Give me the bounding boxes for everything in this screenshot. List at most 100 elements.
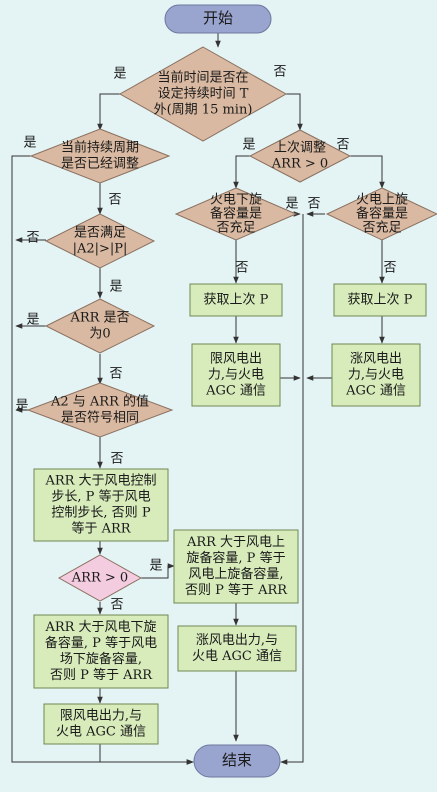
- branch-labels: 是否是否否是是否是否是否是否是否否否: [15, 65, 396, 613]
- process-label-line: 风电上旋备容量,: [188, 566, 283, 582]
- process-label-line: AGC 通信: [205, 384, 266, 399]
- process-label-line: 力,与火电: [208, 368, 264, 383]
- decision-label-line: 是否已经调整: [61, 157, 139, 172]
- process-shape: [333, 283, 427, 317]
- branch-label-yes: 是: [242, 138, 255, 153]
- branch-label-yes: 是: [109, 280, 122, 295]
- connectors: [11, 33, 385, 765]
- process-label-line: 场下旋备容量,: [60, 651, 142, 667]
- branch-label-no: 否: [108, 193, 121, 208]
- decision-shape: [44, 298, 156, 354]
- branch-label-no: 否: [307, 197, 320, 212]
- process-label-line: 控制步长, 否则 P: [51, 506, 150, 521]
- branch-label-no: 否: [273, 65, 286, 80]
- process-label-line: 火电 AGC 通信: [192, 649, 282, 664]
- branch-label-no: 否: [336, 138, 349, 153]
- decision-shape: [44, 213, 156, 269]
- decision-label-line: 火电上旋: [356, 193, 408, 208]
- decision-label-line: 当前时间是否在: [157, 70, 248, 86]
- process-label-line: 涨风电出力,与: [196, 633, 278, 648]
- process-label-line: ARR 大于风电控制: [44, 474, 156, 489]
- decision-shape: [26, 382, 174, 438]
- terminal-shape: [164, 4, 272, 34]
- decision-label-line: A2 与 ARR 的值: [50, 394, 149, 410]
- node-p-limit-bottom: 限风电出力,与火电 AGC 通信: [43, 703, 159, 745]
- process-shape: [191, 343, 281, 407]
- decision-label-line: ARR > 0: [271, 157, 328, 172]
- branch-label-no: 否: [109, 367, 122, 382]
- branch-label-no: 否: [383, 261, 396, 276]
- process-label-line: 旋备容量, P 等于: [186, 550, 285, 566]
- decision-label-line: 外(周期 15 min): [154, 103, 253, 118]
- process-label-line: 涨风电出: [350, 352, 402, 367]
- process-shape: [33, 468, 169, 542]
- branch-label-no: 否: [110, 452, 123, 467]
- branch-label-yes: 是: [149, 559, 162, 574]
- process-label-line: 限风电出力,与: [60, 709, 142, 724]
- terminal-label-line: 开始: [203, 9, 233, 27]
- process-shape: [33, 614, 169, 689]
- node-p-get-right: 获取上次 P: [333, 283, 427, 317]
- node-p-get-left: 获取上次 P: [189, 283, 283, 317]
- decision-label-line: 当前持续周期: [61, 140, 139, 156]
- process-label-line: 否则 P 等于 ARR: [185, 582, 288, 598]
- process-label-line: 否则 P 等于 ARR: [50, 667, 153, 683]
- branch-label-no: 否: [235, 261, 248, 276]
- decision-label-line: 否充足: [362, 220, 401, 236]
- node-start: 开始: [164, 4, 272, 34]
- decision-label-line: 为0: [89, 327, 110, 342]
- process-label-line: 获取上次 P: [204, 292, 269, 308]
- decision-shape: [29, 128, 171, 184]
- node-end: 结束: [193, 744, 281, 778]
- branch-label-yes: 是: [26, 313, 39, 328]
- decision-shape: [174, 187, 298, 241]
- branch-label-yes: 是: [285, 197, 298, 212]
- process-label-line: 等于 ARR: [71, 521, 131, 537]
- decision-label-line: 设定持续时间 T: [158, 87, 249, 102]
- decision-label-line: 备容量是: [356, 206, 408, 222]
- decision-label-line: |A2|>|P|: [73, 242, 128, 257]
- process-label-line: 步长, P 等于风电: [51, 489, 150, 505]
- process-label-line: 获取上次 P: [348, 292, 413, 308]
- process-label-line: ARR 大于风电上: [186, 535, 285, 550]
- terminal-shape: [193, 744, 281, 778]
- decision-label-line: 备容量是: [210, 206, 262, 222]
- decision-label-line: 是否符号相同: [61, 410, 139, 426]
- decision-label-line: ARR > 0: [71, 571, 128, 586]
- process-label-line: 备容量, P 等于风电: [45, 635, 157, 651]
- decision-label-line: 否充足: [216, 220, 255, 236]
- branch-label-no: 否: [110, 598, 123, 613]
- process-label-line: ARR 大于风电下旋: [44, 620, 156, 635]
- process-label-line: AGC 通信: [345, 384, 406, 399]
- decision-label-line: ARR 是否: [69, 311, 129, 326]
- decision-shape: [325, 187, 437, 241]
- process-shape: [331, 343, 421, 407]
- process-shape: [189, 283, 283, 317]
- decision-label-line: 上次调整: [274, 140, 326, 156]
- branch-label-yes: 是: [15, 399, 28, 414]
- decision-label-line: 是否满足: [74, 226, 126, 241]
- process-label-line: 限风电出: [210, 352, 262, 367]
- process-shape: [173, 529, 299, 604]
- node-d-arrpos: ARR > 0: [57, 554, 143, 602]
- terminal-label-line: 结束: [222, 751, 252, 769]
- node-d-a2p: 是否满足|A2|>|P|: [44, 213, 156, 269]
- process-shape: [43, 703, 159, 745]
- process-label-line: 力,与火电: [348, 368, 404, 383]
- branch-label-no: 否: [26, 231, 39, 246]
- process-label-line: 火电 AGC 通信: [56, 725, 146, 740]
- decision-label-line: 火电下旋: [210, 193, 262, 208]
- process-shape: [177, 625, 297, 672]
- decision-shape: [118, 46, 288, 142]
- node-p-raise-bottom: 涨风电出力,与火电 AGC 通信: [177, 625, 297, 672]
